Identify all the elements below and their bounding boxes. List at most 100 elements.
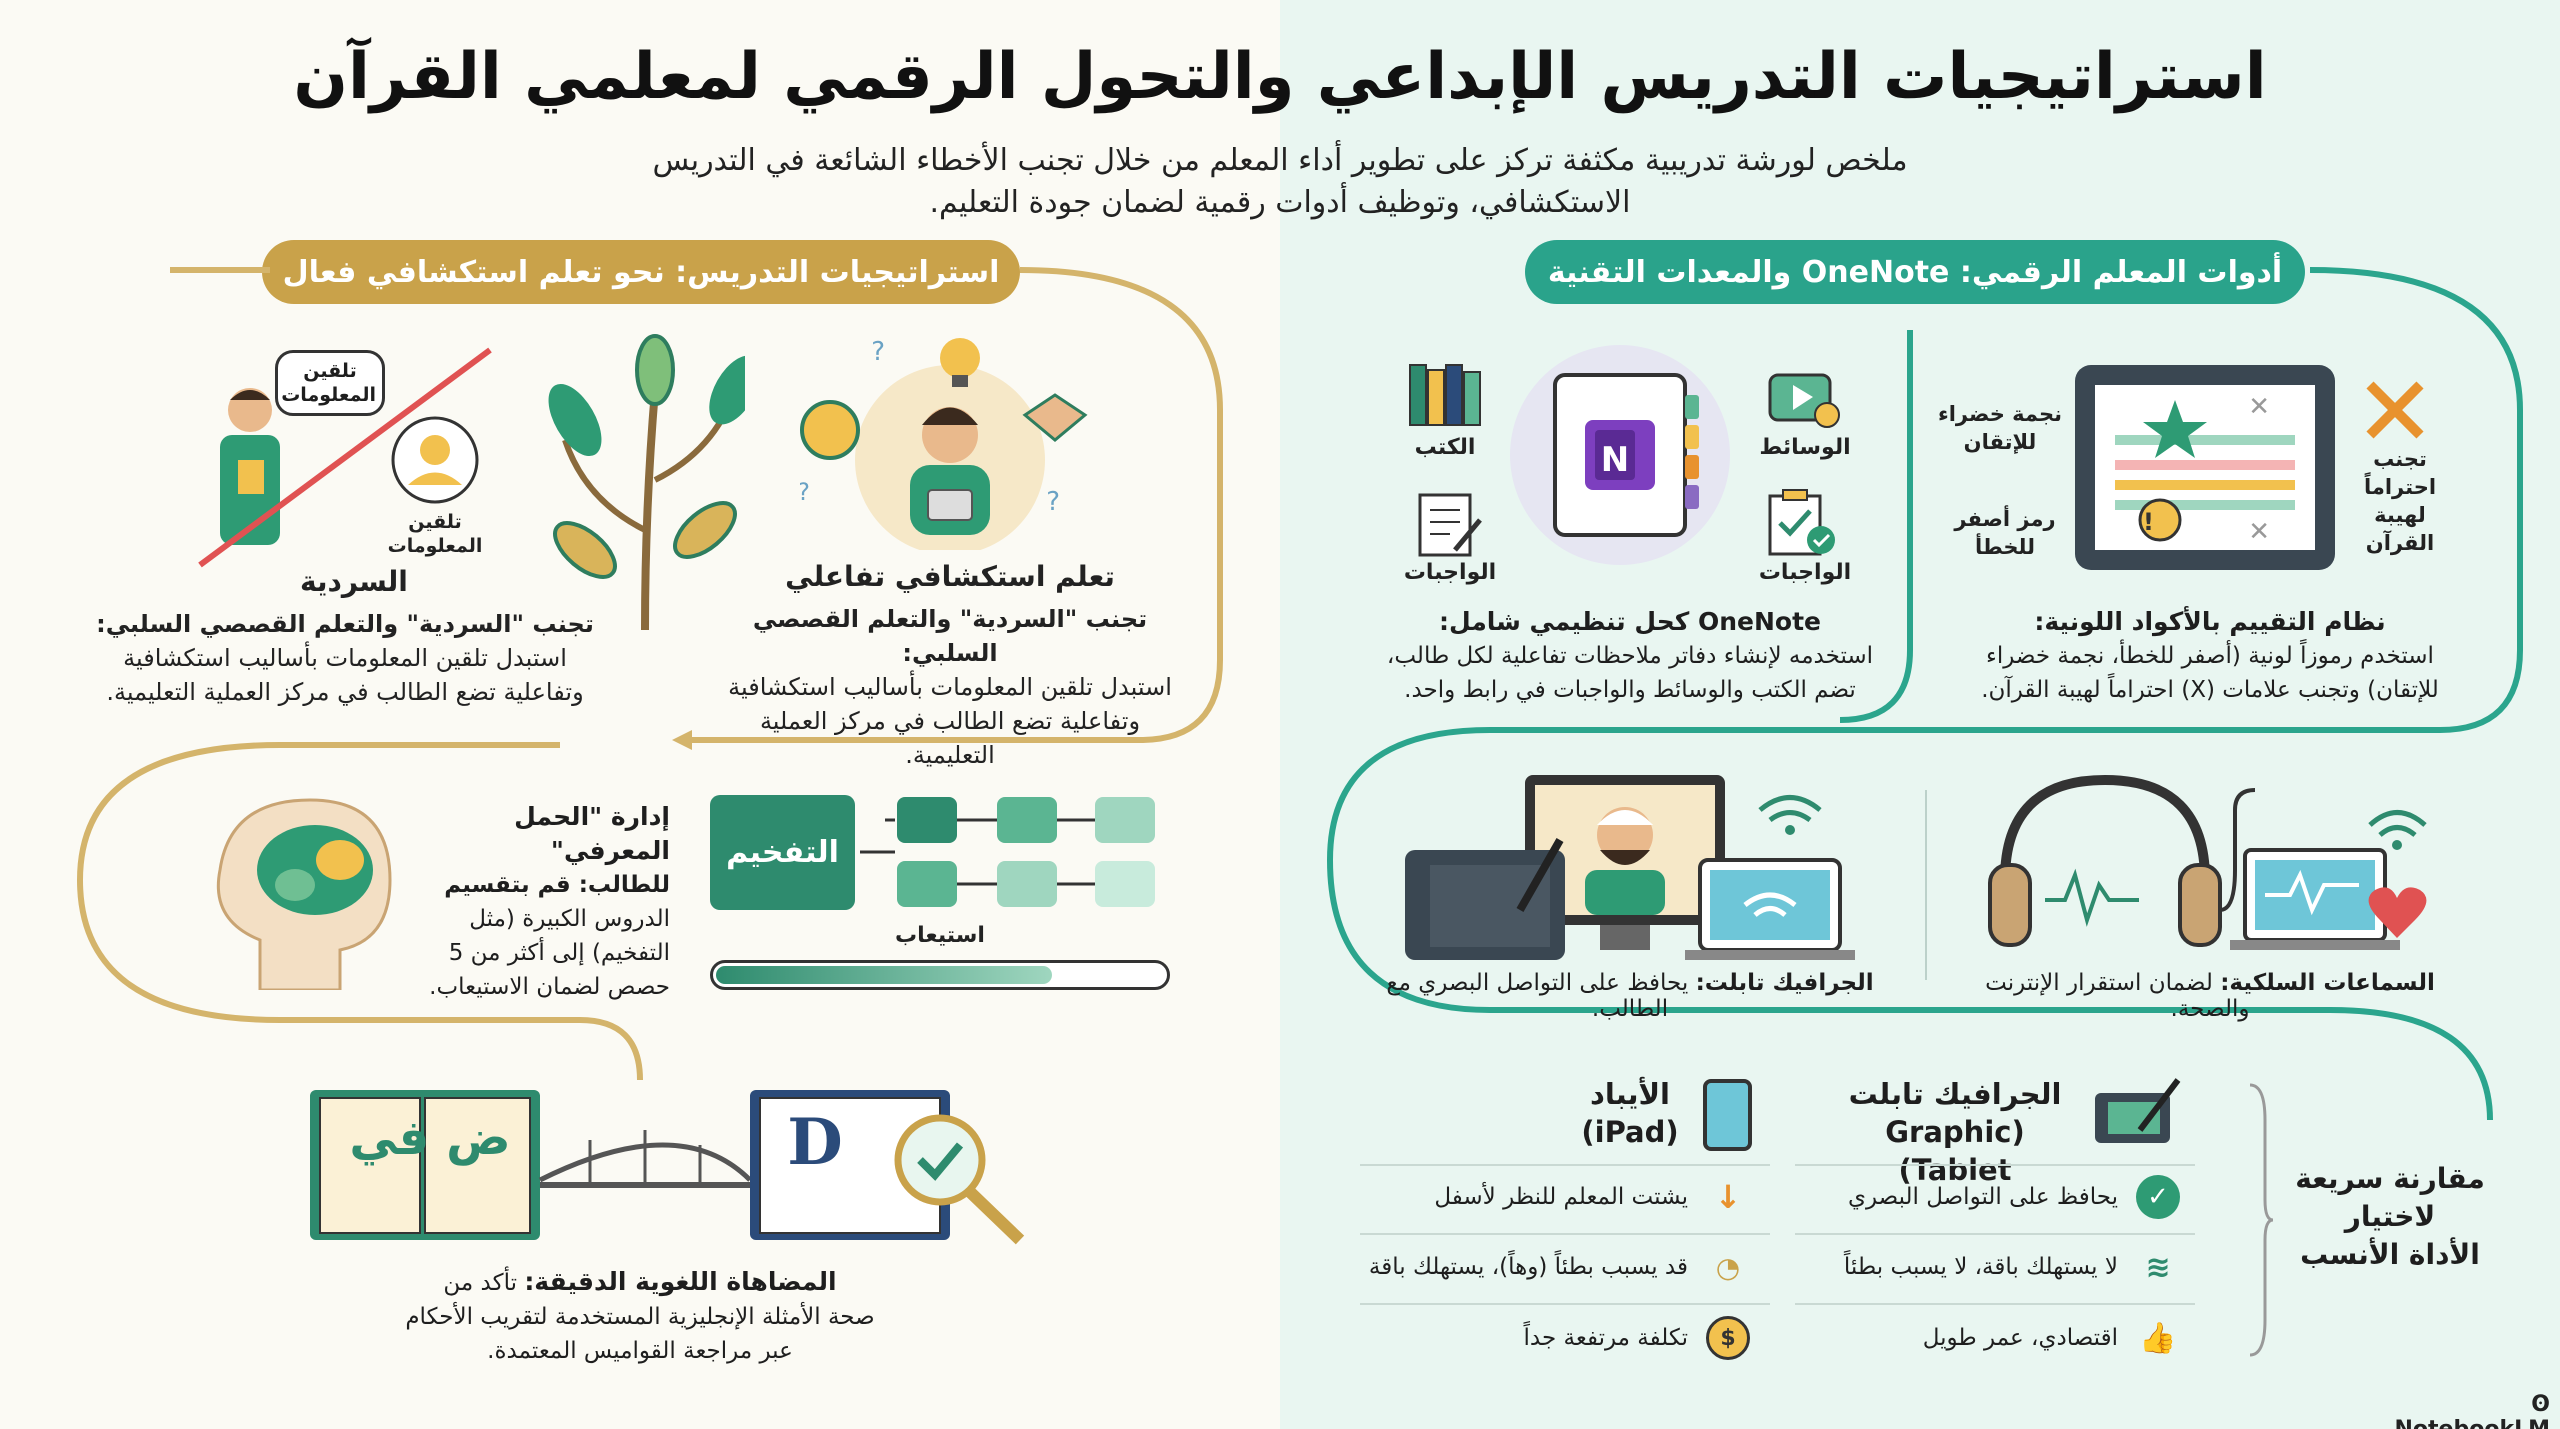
absorption-progress-track: [710, 960, 1170, 990]
vertical-divider: [1925, 790, 1927, 980]
student-label: تلقين المعلومات: [387, 511, 483, 557]
comparison-side-label-3: الأداة الأنسب: [2300, 1238, 2480, 1271]
dollar-icon: $: [1706, 1316, 1750, 1360]
headphones-laptop-illustration: [1988, 774, 2427, 950]
svg-text:✕: ✕: [2248, 517, 2270, 547]
ipad-icon: [1703, 1079, 1752, 1151]
onenote-title: OneNote كحل تنظيمي شامل:: [1439, 607, 1821, 636]
svg-text:?: ?: [871, 337, 885, 367]
grading-line-2: للإتقان) وتجنب علامات (X) احتراماً لهيبة…: [1981, 677, 2439, 703]
tablet-row-3: 👍 اقتصادي، عمر طويل: [1800, 1316, 2180, 1360]
interactive-learning-body-bold: تجنب "السردية" والتعلم القصصي السلبي:: [752, 605, 1148, 667]
homework-checklist-icon: [1768, 489, 1835, 556]
ipad-row-3: $ تكلفة مرتفعة جداً: [1360, 1316, 1750, 1360]
cmp-divider-2a: [1795, 1233, 2195, 1235]
onenote-logo-letter: N: [1600, 440, 1630, 480]
right-panel-background: [1280, 0, 2560, 1429]
narrative-line-2: وتفاعلية تضع الطالب في مركز العملية التع…: [106, 678, 584, 706]
ipad-title-line-1: الأيباد: [1589, 1077, 1671, 1111]
cognitive-line-4: حصص لضمان الاستيعاب.: [429, 974, 670, 1000]
wifi-icon: ≋: [2145, 1249, 2171, 1285]
ipad-row-1-text: يشتت المعلم للنظر لأسفل: [1434, 1184, 1688, 1210]
grading-line-1: استخدم رموزاً لونية (أصفر للخطأ، نجمة خض…: [1986, 643, 2434, 669]
cognitive-line-3: التفخيم) إلى أكثر من 5: [448, 940, 670, 966]
onenote-text: OneNote كحل تنظيمي شامل: استخدمه لإنشاء …: [1380, 605, 1880, 707]
cmp-divider-2b: [1360, 1233, 1770, 1235]
homework-right-label: الواجبات: [1758, 560, 1852, 585]
onenote-line-1: استخدمه لإنشاء دفاتر ملاحظات تفاعلية لكل…: [1386, 643, 1874, 669]
graphic-tablet-title-line-1: الجرافيك تابلت: [1848, 1077, 2062, 1111]
grading-tablet-icon: ! ✕ ✕: [2075, 365, 2335, 570]
grading-title: نظام التقييم بالأكواد اللونية:: [2034, 607, 2386, 636]
graphic-tablet-illustration: [1405, 775, 1855, 960]
svg-text:✕: ✕: [2248, 392, 2270, 422]
onenote-notebook-icon: [1510, 345, 1730, 565]
books-label: الكتب: [1414, 435, 1476, 460]
tablet-text: الجرافيك تابلت: يحافظ على التواصل البصري…: [1370, 970, 1890, 1022]
graphic-tablet-column-title: الجرافيك تابلت (Graphic Tablet): [1840, 1075, 2070, 1189]
linguistic-line-2: صحة الأمثلة الإنجليزية المستخدمة لتقريب …: [405, 1304, 875, 1330]
tafkheem-block: التفخيم: [710, 795, 855, 910]
ipad-column-title: الأيباد (iPad): [1560, 1075, 1700, 1151]
linguistic-line-3: عبر مراجعة القواميس المعتمدة.: [487, 1338, 793, 1364]
tablet-rest: يحافظ على التواصل البصري مع الطالب.: [1386, 970, 1689, 1022]
narrative-illustration: تلقين المعلومات تلقين المعلومات: [180, 340, 500, 570]
green-star-label: نجمة خضراء للإتقان: [1938, 402, 2062, 454]
cognitive-line-2: الدروس الكبيرة (مثل: [469, 906, 670, 932]
linguistic-title-rest: تأكد من: [443, 1270, 517, 1296]
absorption-progress-fill: [716, 966, 1052, 984]
teacher-speech-bubble: تلقين المعلومات: [275, 350, 385, 416]
right-section-heading: أدوات المعلم الرقمي: OneNote والمعدات ال…: [1525, 240, 2305, 304]
graphic-tablet-title-line-2: (Graphic Tablet): [1885, 1115, 2025, 1187]
comparison-side-label: مقارنة سريعة لاختيار الأداة الأنسب: [2290, 1160, 2490, 1274]
gold-connector-line: [76, 267, 1223, 1081]
headphones-rest: لضمان استقرار الإنترنت والصحة.: [1985, 970, 2250, 1022]
media-icon: [1768, 373, 1840, 428]
notebooklm-brand: ʘ NotebookLM: [2370, 1392, 2550, 1429]
interactive-learning-line-2: وتفاعلية تضع الطالب في مركز العملية التع…: [759, 707, 1141, 769]
books-icon: [1409, 364, 1481, 426]
absorption-label: استيعاب: [895, 923, 985, 948]
tablet-row-3-text: اقتصادي، عمر طويل: [1922, 1325, 2118, 1351]
arabic-letters: ض في: [349, 1110, 511, 1166]
check-icon: ✓: [2136, 1175, 2180, 1219]
subtitle-line-1: ملخص لورشة تدريبية مكثفة تركز على تطوير …: [652, 143, 1908, 178]
speedometer-icon: ◔: [1715, 1250, 1741, 1284]
cmp-divider-3b: [1360, 1303, 1770, 1305]
linguistic-matching-text: المضاهاة اللغوية الدقيقة: تأكد من صحة ال…: [380, 1265, 900, 1368]
teal-connector-line: [1326, 267, 2523, 1121]
tablet-row-1-text: يحافظ على التواصل البصري: [1847, 1184, 2118, 1210]
comparison-brace: [2249, 1083, 2274, 1357]
page-title: استراتيجيات التدريس الإبداعي والتحول الر…: [293, 40, 2267, 114]
narrative-line-1: استبدل تلقين المعلومات بأساليب استكشافية: [123, 644, 567, 672]
headphones-text: السماعات السلكية: لضمان استقرار الإنترنت…: [1960, 970, 2460, 1022]
arrow-down-icon: ↓: [1714, 1178, 1742, 1216]
media-label: الوسائط: [1759, 435, 1851, 460]
comparison-side-label-1: مقارنة سريعة: [2295, 1162, 2485, 1195]
tablet-row-1: ✓ يحافظ على التواصل البصري: [1800, 1175, 2180, 1219]
narrative-body-bold: تجنب "السردية" والتعلم القصصي السلبي:: [96, 610, 594, 638]
page-subtitle: ملخص لورشة تدريبية مكثفة تركز على تطوير …: [560, 140, 2000, 224]
linguistic-title: المضاهاة اللغوية الدقيقة:: [524, 1267, 837, 1296]
onenote-line-2: تضم الكتب والوسائط والواجبات في رابط واح…: [1404, 677, 1856, 703]
graphic-tablet-icon: [2095, 1078, 2181, 1143]
ipad-row-3-text: تكلفة مرتفعة جداً: [1523, 1325, 1688, 1351]
yellow-mark-label: رمز أصفر للخطأ: [1954, 507, 2056, 559]
plant-icon: [548, 334, 745, 630]
dictionary-letter: D: [787, 1105, 843, 1180]
tablet-row-2: ≋ لا يستهلك باقة، لا يسبب بطئاً: [1800, 1245, 2180, 1289]
brain-head-icon: [216, 798, 392, 990]
brand-icon: ʘ: [2531, 1392, 2550, 1417]
orange-x-icon: [2366, 381, 2424, 439]
cognitive-load-title: إدارة "الحمل المعرفي": [514, 802, 670, 865]
grading-text: نظام التقييم بالأكواد اللونية: استخدم رم…: [1970, 605, 2450, 707]
cognitive-line-1: للطالب: قم بتقسيم: [444, 872, 670, 898]
tablet-row-2-text: لا يستهلك باقة، لا يسبب بطئاً: [1843, 1254, 2118, 1280]
comparison-side-label-2: لاختيار: [2344, 1200, 2436, 1233]
narrative-title: السردية: [300, 565, 408, 598]
left-section-heading: استراتيجيات التدريس: نحو تعلم استكشافي ف…: [262, 240, 1020, 304]
narrative-text: السردية تجنب "السردية" والتعلم القصصي ال…: [90, 565, 600, 709]
headphones-title: السماعات السلكية:: [2220, 970, 2435, 996]
tablet-title: الجرافيك تابلت:: [1695, 970, 1874, 996]
avoid-x-label: تجنب احتراماً لهيبة القرآن: [2363, 447, 2437, 555]
